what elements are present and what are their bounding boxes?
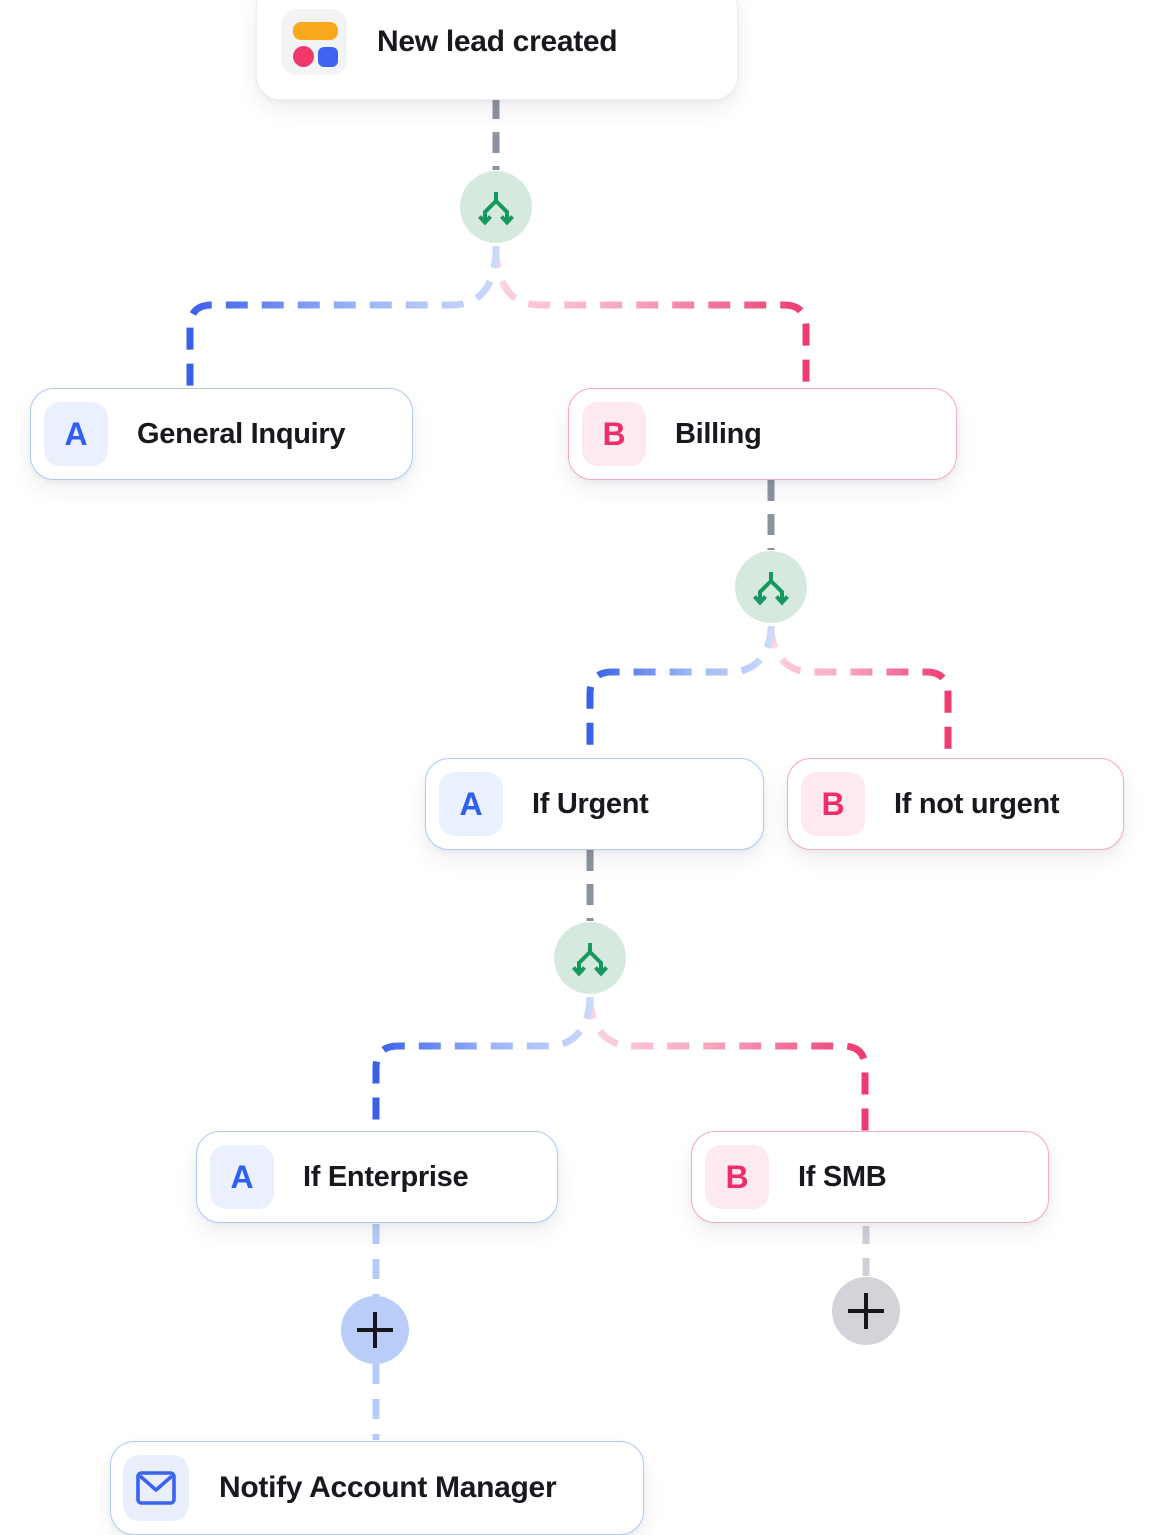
branch-split-node-3[interactable] bbox=[554, 922, 626, 994]
branch-node-if-smb[interactable]: B If SMB bbox=[691, 1131, 1049, 1223]
branch-node-if-urgent[interactable]: A If Urgent bbox=[425, 758, 764, 850]
branch-split-icon bbox=[753, 572, 789, 606]
branch-node-if-not-urgent[interactable]: B If not urgent bbox=[787, 758, 1124, 850]
app-logo-square-shape bbox=[318, 47, 338, 67]
add-step-button-smb[interactable] bbox=[832, 1277, 900, 1345]
wire-split3-branch-a bbox=[372, 996, 594, 1135]
branch-node-general-inquiry[interactable]: A General Inquiry bbox=[30, 388, 413, 480]
plus-icon bbox=[848, 1293, 884, 1329]
add-step-button-enterprise[interactable] bbox=[341, 1296, 409, 1364]
app-logo-icon bbox=[281, 9, 347, 75]
branch-node-if-enterprise[interactable]: A If Enterprise bbox=[196, 1131, 558, 1223]
mail-glyph bbox=[136, 1471, 176, 1505]
branch-label: If Urgent bbox=[532, 787, 649, 820]
branch-badge-a: A bbox=[210, 1145, 274, 1209]
branch-badge-b: B bbox=[801, 772, 865, 836]
branch-split-icon bbox=[478, 192, 514, 226]
trigger-label: New lead created bbox=[377, 25, 618, 58]
branch-split-node-2[interactable] bbox=[735, 551, 807, 623]
wire-split2-branch-b bbox=[767, 625, 952, 762]
branch-badge-a: A bbox=[44, 402, 108, 466]
branch-label: If not urgent bbox=[894, 787, 1060, 820]
branch-badge-b: B bbox=[582, 402, 646, 466]
action-label: Notify Account Manager bbox=[219, 1471, 557, 1504]
mail-icon bbox=[123, 1455, 189, 1521]
trigger-node-new-lead-created[interactable]: New lead created bbox=[256, 0, 738, 100]
branch-badge-b: B bbox=[705, 1145, 769, 1209]
wire-split1-branch-a bbox=[186, 245, 500, 392]
branch-node-billing[interactable]: B Billing bbox=[568, 388, 957, 480]
branch-label: If SMB bbox=[798, 1160, 887, 1193]
app-logo-dot-shape bbox=[293, 46, 314, 67]
wire-split2-branch-a bbox=[586, 625, 775, 762]
wire-split1-branch-b bbox=[492, 245, 810, 392]
branch-split-node-1[interactable] bbox=[460, 171, 532, 243]
app-logo-bar-shape bbox=[293, 22, 338, 40]
action-node-notify-account-manager[interactable]: Notify Account Manager bbox=[110, 1441, 644, 1535]
branch-label: General Inquiry bbox=[137, 417, 346, 450]
branch-badge-a: A bbox=[439, 772, 503, 836]
plus-icon bbox=[357, 1312, 393, 1348]
branch-label: Billing bbox=[675, 417, 762, 450]
branch-label: If Enterprise bbox=[303, 1160, 469, 1193]
wire-split3-branch-b bbox=[586, 996, 869, 1135]
branch-split-icon bbox=[572, 943, 608, 977]
